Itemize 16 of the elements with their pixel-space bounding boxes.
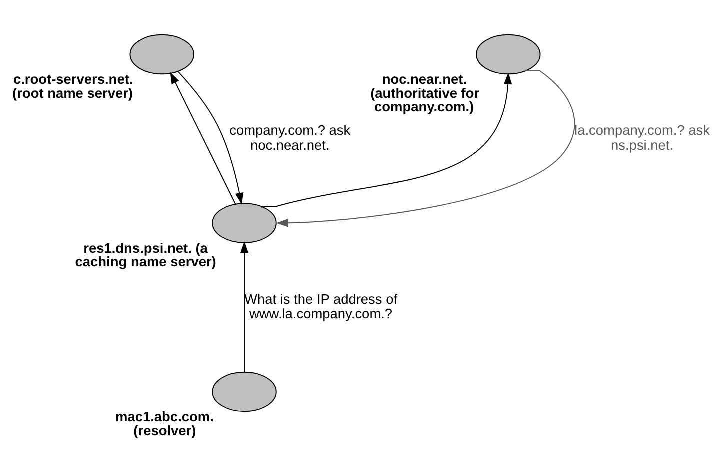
node-ellipse	[212, 371, 277, 412]
edge-label: company.com.? ask noc.near.net.	[230, 122, 351, 152]
arrow	[260, 72, 512, 208]
node-label: c.root-servers.net. (root name server)	[12, 72, 134, 100]
arrow	[170, 72, 236, 204]
arrow	[276, 69, 576, 227]
node-ellipse	[130, 34, 194, 74]
node-ellipse	[212, 202, 277, 243]
node-ellipse	[476, 34, 541, 74]
node-label: mac1.abc.com. (resolver)	[116, 409, 214, 438]
arrow	[178, 70, 244, 204]
node-label: noc.near.net. (authoritative for company.com.)	[370, 72, 480, 114]
arrow	[240, 241, 249, 372]
node-label: res1.dns.psi.net. (a caching name server)	[75, 240, 216, 270]
edge-label: What is the IP address of www.la.company.com.?	[244, 291, 398, 322]
edge-label: la.company.com.? ask ns.psi.net.	[574, 122, 710, 152]
